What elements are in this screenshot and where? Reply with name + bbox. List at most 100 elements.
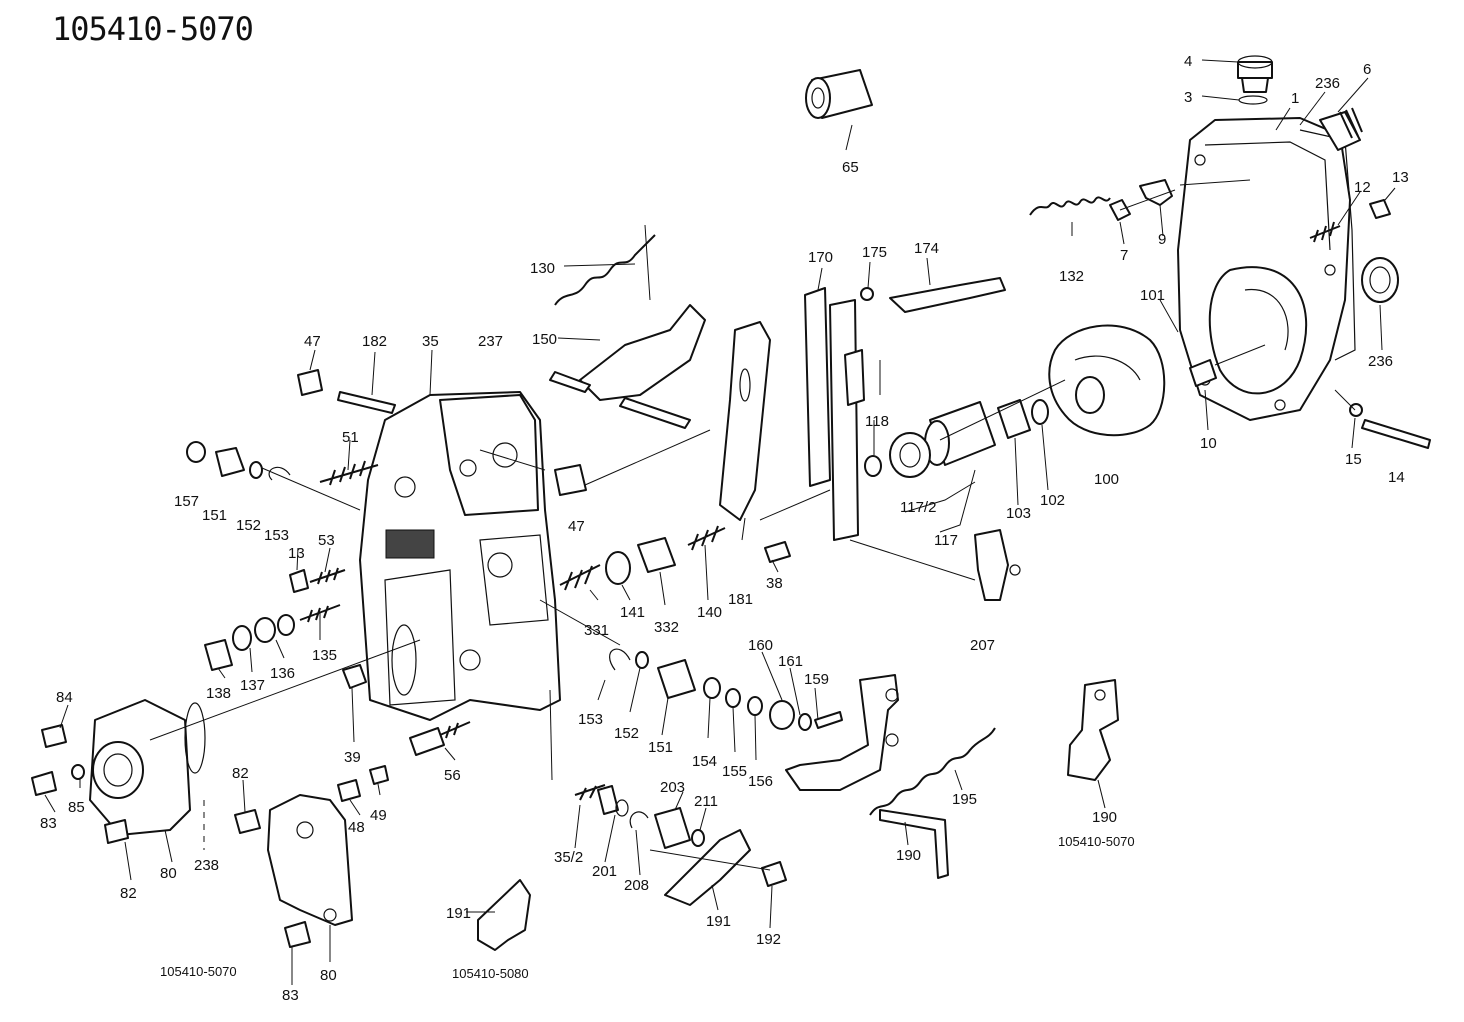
cap-138 (204, 639, 233, 671)
label-137: 137 (240, 677, 265, 694)
part-labels: 4 3 1 236 6 65 12 13 132 7 9 130 170 175… (40, 53, 1409, 1004)
label-14: 14 (1388, 469, 1405, 486)
label-38: 38 (766, 575, 783, 592)
label-117-2: 117/2 (900, 499, 936, 516)
bolt-83b (284, 921, 311, 948)
washer-201 (615, 799, 629, 817)
label-80b: 80 (320, 967, 337, 984)
label-13a: 13 (1392, 169, 1409, 186)
plug-35-2 (574, 784, 606, 801)
spring-132 (1029, 196, 1111, 216)
plug-4 (1237, 55, 1273, 93)
spring-130 (554, 234, 656, 306)
label-153a: 153 (264, 527, 289, 544)
label-191a: 191 (706, 913, 731, 930)
label-102: 102 (1040, 492, 1065, 509)
label-140: 140 (697, 604, 722, 621)
spring-331 (559, 564, 601, 591)
lever-191a (664, 829, 751, 906)
lever-181 (719, 321, 771, 521)
label-51: 51 (342, 429, 359, 446)
label-135: 135 (312, 647, 337, 664)
nut-13 (1369, 199, 1391, 219)
label-170: 170 (808, 249, 833, 266)
label-3: 3 (1184, 89, 1192, 106)
label-331: 331 (584, 622, 609, 639)
label-136: 136 (270, 665, 295, 682)
plug-35-2-head (597, 785, 619, 815)
oring-238 (184, 702, 206, 774)
label-15: 15 (1345, 451, 1362, 468)
label-154: 154 (692, 753, 717, 770)
label-85: 85 (68, 799, 85, 816)
label-150: 150 (532, 331, 557, 348)
flange-80 (89, 699, 191, 836)
label-190a: 190 (896, 847, 921, 864)
seal-236 (1361, 257, 1399, 303)
clip-175 (860, 287, 874, 301)
caption-right: 105410-5070 (1058, 834, 1135, 849)
label-181: 181 (728, 591, 753, 608)
label-39: 39 (344, 749, 361, 766)
cover-35 (359, 391, 561, 721)
label-1: 1 (1291, 90, 1299, 107)
label-157: 157 (174, 493, 199, 510)
nut-13b (289, 569, 309, 593)
label-6: 6 (1363, 61, 1371, 78)
washer-102 (1031, 399, 1049, 425)
label-156: 156 (748, 773, 773, 790)
bearing-117-2 (889, 432, 931, 478)
bolt-38 (764, 541, 791, 563)
bolt-47b (554, 464, 587, 496)
lever-190-right (1067, 679, 1119, 781)
label-192: 192 (756, 931, 781, 948)
washer-137 (232, 625, 252, 651)
label-190b: 190 (1092, 809, 1117, 826)
bolt-84 (41, 724, 67, 748)
coupling-65 (805, 69, 873, 119)
pump-housing (1177, 117, 1356, 421)
pin-182 (337, 391, 396, 414)
label-175: 175 (862, 244, 887, 261)
label-103: 103 (1006, 505, 1031, 522)
label-83a: 83 (40, 815, 57, 832)
label-80a: 80 (160, 865, 177, 882)
stud-12 (1309, 221, 1341, 243)
part-332 (637, 537, 676, 573)
label-100: 100 (1094, 471, 1119, 488)
label-13b: 13 (288, 545, 305, 562)
bolt-47 (297, 369, 323, 396)
plug-6 (1319, 107, 1363, 151)
nut-136 (254, 617, 276, 643)
label-237: 237 (478, 333, 503, 350)
plug-151a (215, 447, 245, 477)
sleeve-117 (924, 401, 996, 466)
washer-118 (864, 455, 882, 477)
label-151b: 151 (648, 739, 673, 756)
pin-159 (814, 711, 843, 729)
washer-136 (277, 614, 295, 636)
label-82b: 82 (120, 885, 137, 902)
washer-155 (725, 688, 741, 708)
label-35: 35 (422, 333, 439, 350)
bolt-192 (761, 861, 787, 887)
label-7: 7 (1120, 247, 1128, 264)
bolt-48 (337, 779, 361, 802)
stud-51 (319, 460, 379, 486)
label-35-2: 35/2 (554, 849, 583, 866)
label-10: 10 (1200, 435, 1217, 452)
label-174: 174 (914, 240, 939, 257)
nut-141 (605, 551, 631, 585)
clip-153a (268, 466, 291, 481)
label-47b: 47 (568, 518, 585, 535)
diagram-title: 105410-5070 (52, 10, 254, 48)
label-47a: 47 (304, 333, 321, 350)
bracket-9 (1139, 179, 1173, 206)
washer-15 (1349, 403, 1363, 417)
label-56: 56 (444, 767, 461, 784)
label-201: 201 (592, 863, 617, 880)
lever-174 (889, 277, 1006, 313)
label-191b: 191 (446, 905, 471, 922)
flyweight-100 (1048, 324, 1166, 437)
label-332: 332 (654, 619, 679, 636)
